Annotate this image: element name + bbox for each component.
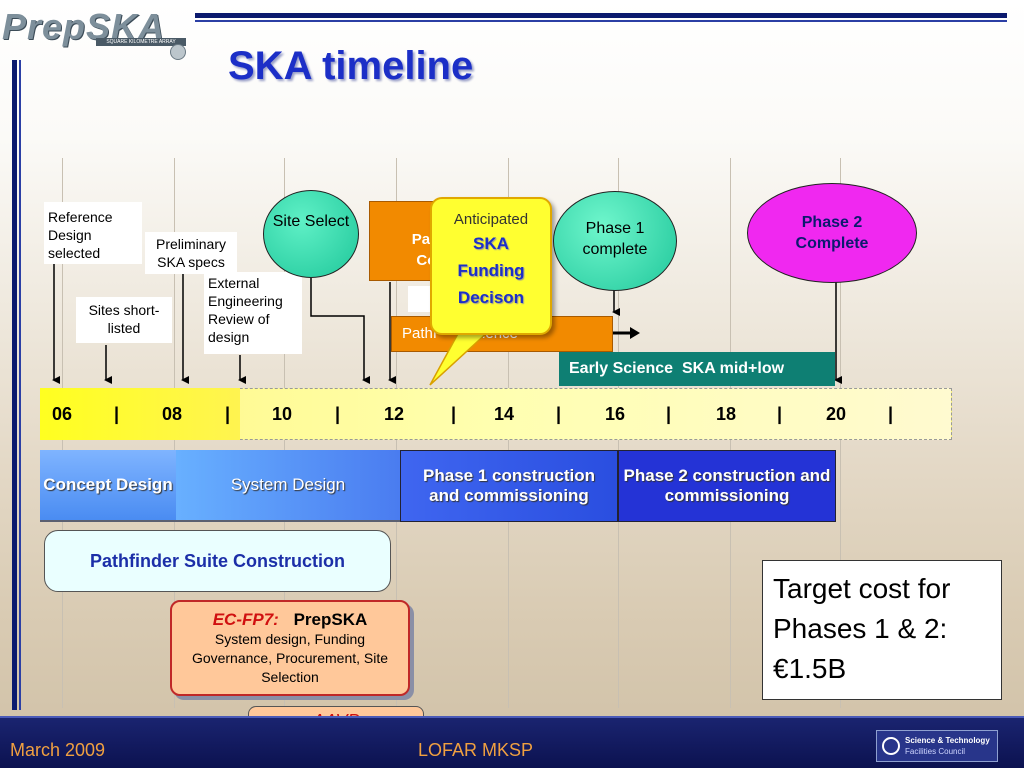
anticipated-label: Anticipated: [453, 211, 529, 228]
timeline-sep: |: [777, 404, 783, 424]
milestone-phase1-complete: Phase 1 complete: [553, 191, 677, 291]
ec-fp7-label: EC-FP7:: [212, 610, 279, 629]
milestone-external-review: External Engineering Review of design: [204, 272, 302, 354]
timeline-year: 10: [272, 404, 293, 424]
logo-tagline: SQUARE KILOMETRE ARRAY: [96, 38, 186, 46]
stfc-line-1: Science & Technology: [905, 736, 990, 745]
funding-decision-callout: Anticipated SKA Funding Decison: [430, 197, 552, 335]
timeline-year: 16: [605, 404, 626, 424]
milestone-site-select: Site Select: [263, 190, 359, 278]
milestone-preliminary-specs: Preliminary SKA specs: [145, 232, 237, 274]
milestone-sites-shortlisted: Sites short-listed: [76, 297, 172, 343]
header-rule-thin: [195, 20, 1007, 22]
timeline-year: 18: [716, 404, 737, 424]
timeline-year: 12: [384, 404, 405, 424]
ec-fp7-heading: EC-FP7: PrepSKA: [172, 610, 408, 630]
timeline-year: 06: [52, 404, 73, 424]
ec-fp7-description: System design, Funding Governance, Procu…: [191, 631, 389, 685]
footer-date: March 2009: [10, 740, 106, 760]
left-rule-thick: [12, 60, 17, 710]
timeline-year: 14: [494, 404, 515, 424]
prepska-logo: PrepSKA SQUARE KILOMETRE ARRAY: [0, 4, 192, 60]
footer-bar: [0, 718, 1024, 768]
phase2-complete-label: Phase 2 Complete: [795, 214, 869, 252]
phase-concept-design: Concept Design: [40, 450, 176, 522]
footer-rule: [0, 716, 1024, 718]
ec-fp7-prepska-box: EC-FP7: PrepSKA System design, Funding G…: [170, 600, 410, 696]
stfc-line-2: Facilities Council: [905, 747, 966, 756]
timeline-year: 20: [826, 404, 847, 424]
funding-decision-label: SKA Funding Decison: [457, 234, 525, 307]
timeline-year: 08: [162, 404, 183, 424]
timeline-sep: |: [335, 404, 341, 424]
timeline-highlight: [40, 388, 240, 440]
pathfinder-suite-construction: Pathfinder Suite Construction: [44, 530, 391, 592]
milestone-phase2-complete: Phase 2 Complete: [747, 183, 917, 283]
prepska-label: PrepSKA: [293, 610, 368, 629]
footer-event: LOFAR MKSP: [418, 740, 534, 760]
early-science-bar: Early Science SKA mid+low: [559, 352, 835, 386]
stfc-logo: Science & Technology Facilities Council: [876, 730, 998, 762]
timeline-sep: |: [225, 404, 231, 424]
timeline-sep: |: [451, 404, 457, 424]
timeline-sep: |: [888, 404, 894, 424]
phase1-complete-label: Phase 1 complete: [582, 220, 648, 258]
target-cost-box: Target cost for Phases 1 & 2: €1.5B: [762, 560, 1002, 700]
milestone-reference-design: Reference Design selected: [44, 202, 142, 264]
stfc-emblem-icon: [882, 737, 900, 755]
left-rule-thin: [19, 60, 21, 710]
phase-1-construction: Phase 1 construction and commissioning: [400, 450, 618, 522]
timeline-sep: |: [556, 404, 562, 424]
phase-2-construction: Phase 2 construction and commissioning: [618, 450, 836, 522]
phase-system-design: System Design: [176, 450, 400, 522]
logo-globe-icon: [170, 44, 186, 60]
timeline-sep: |: [114, 404, 120, 424]
header-rule-thick: [195, 13, 1007, 18]
timeline-sep: |: [666, 404, 672, 424]
page-title: SKA timeline: [228, 44, 474, 88]
